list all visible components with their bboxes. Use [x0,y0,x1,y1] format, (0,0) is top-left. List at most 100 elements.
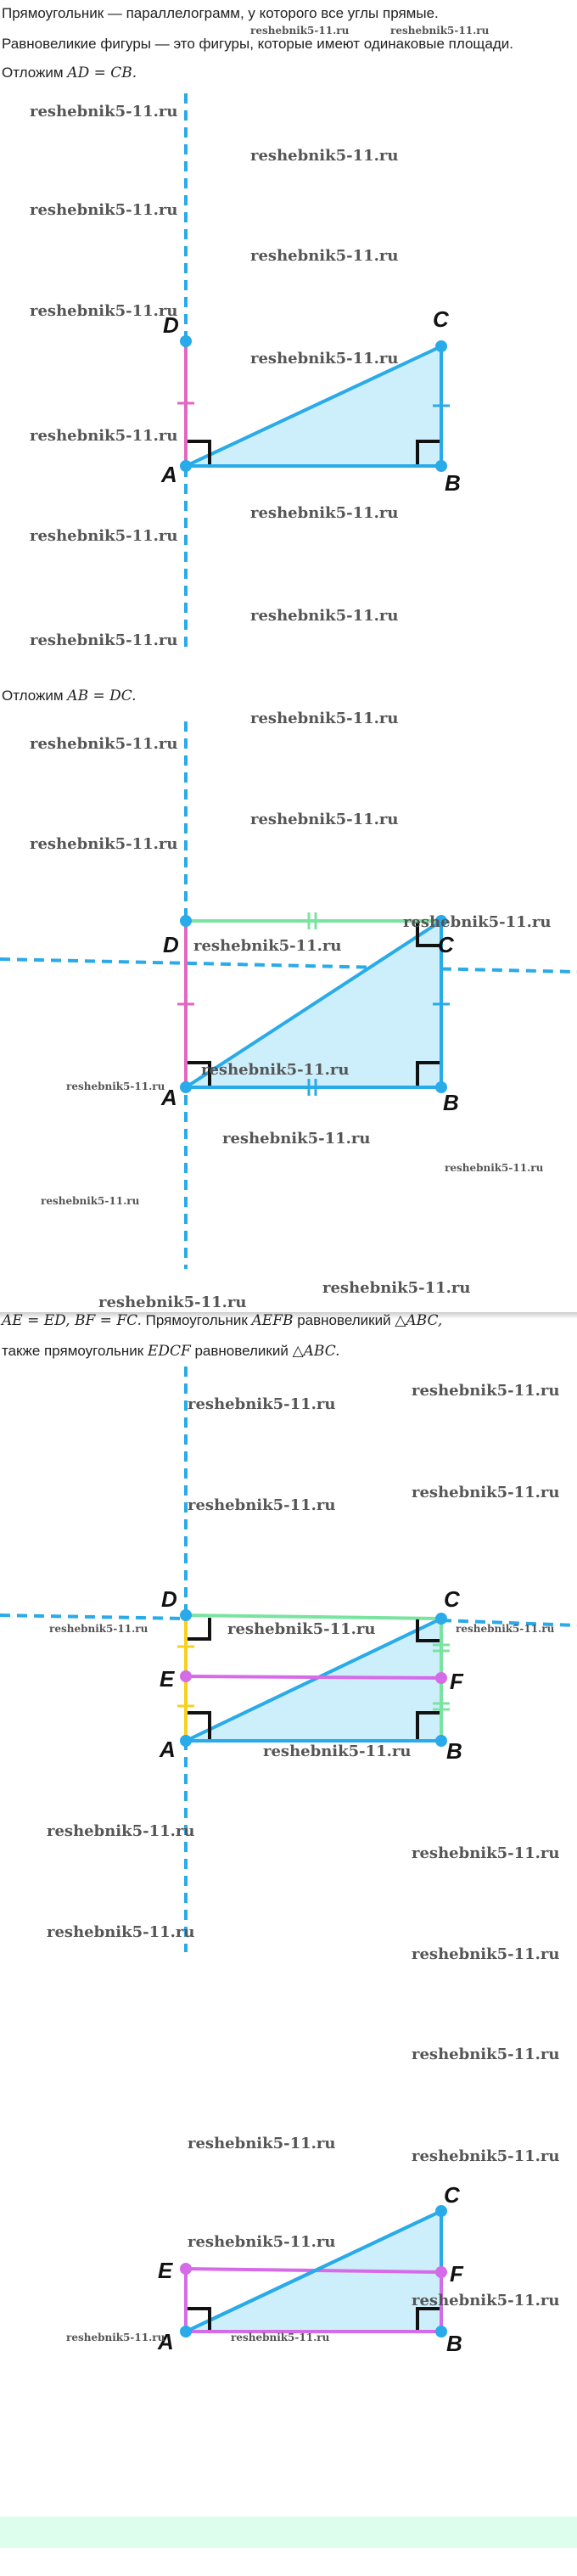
point-b [435,1735,447,1747]
text: Прямоугольник [141,1312,252,1328]
watermark: reshebnik5-11.ru [412,2292,559,2309]
watermark: reshebnik5-11.ru [412,1484,559,1501]
watermark: reshebnik5-11.ru [390,25,490,36]
step-2-math: AB = DC. [67,687,137,704]
point-b [435,1081,447,1093]
math: EDCF [147,1343,191,1360]
watermark: reshebnik5-11.ru [188,1496,335,1514]
watermark: reshebnik5-11.ru [412,2046,559,2063]
figure-3: D C E F A B [0,1367,577,1952]
watermark: reshebnik5-11.ru [250,811,398,828]
dashed-line [0,957,577,974]
watermark: reshebnik5-11.ru [250,504,398,522]
watermark: reshebnik5-11.ru [30,103,177,121]
watermark: reshebnik5-11.ru [30,201,177,219]
watermark: reshebnik5-11.ru [193,937,341,955]
right-angle-mark [416,440,440,464]
watermark: reshebnik5-11.ru [47,1822,194,1840]
text: равновеликий [293,1312,395,1328]
definition-equal-area: Равновеликие фигуры — это фигуры, которы… [2,36,513,52]
label-c: C [444,1586,461,1612]
point-f [435,2266,447,2278]
step-1-math: AD = CB. [67,65,137,81]
right-angle-mark [416,1061,440,1086]
label-b: B [446,2331,462,2356]
text: равновеликий [190,1343,293,1359]
point-e [180,2263,192,2275]
label-e: E [158,2258,173,2283]
watermark: reshebnik5-11.ru [403,913,551,931]
watermark: reshebnik5-11.ru [30,527,177,545]
math: △ABC, [395,1312,443,1329]
watermark: reshebnik5-11.ru [30,631,177,649]
step-2-text: Отложим AB = DC. [2,687,137,704]
figure-2: D C A B [0,721,577,1269]
point-a [180,1081,192,1093]
point-b [435,460,447,472]
point-d [180,335,192,347]
watermark: reshebnik5-11.ru [41,1195,140,1207]
dashed-line [0,1614,187,1620]
watermark: reshebnik5-11.ru [49,1623,148,1635]
math: AE = ED, BF = FC. [2,1312,142,1329]
watermark: reshebnik5-11.ru [412,1382,559,1400]
watermark: reshebnik5-11.ru [47,1923,194,1941]
watermark: reshebnik5-11.ru [30,302,177,320]
point-a [180,2326,192,2337]
dashed-line [440,1619,577,1627]
label-a: A [160,1085,177,1110]
right-angle-mark [188,2307,211,2330]
watermark: reshebnik5-11.ru [263,1743,411,1760]
point-d [180,915,192,927]
watermark: reshebnik5-11.ru [30,835,177,853]
segment-dc [185,1614,442,1620]
step-1-prefix: Отложим [2,65,68,81]
point-c [435,1613,447,1625]
point-a [180,1735,192,1747]
watermark: reshebnik5-11.ru [30,735,177,753]
label-f: F [450,2261,464,2287]
label-d: D [163,932,179,957]
watermark: reshebnik5-11.ru [66,2332,165,2343]
watermark: reshebnik5-11.ru [322,1279,470,1297]
point-e [180,1670,192,1682]
watermark: reshebnik5-11.ru [250,710,398,727]
watermark: reshebnik5-11.ru [412,2147,559,2165]
step-2-prefix: Отложим [2,687,68,704]
watermark: reshebnik5-11.ru [250,247,398,265]
step-4-text: также прямоугольник EDCF равновеликий △A… [2,1343,340,1360]
watermark: reshebnik5-11.ru [201,1061,349,1079]
label-a: A [157,2329,174,2354]
watermark: reshebnik5-11.ru [231,2332,330,2343]
right-angle-mark [188,1618,211,1641]
right-angle-mark [188,440,211,464]
watermark: reshebnik5-11.ru [188,2233,335,2251]
step-1-text: Отложим AD = CB. [2,65,137,81]
point-f [435,1672,447,1684]
label-c: C [444,2182,461,2208]
watermark: reshebnik5-11.ru [412,1945,559,1963]
watermark: reshebnik5-11.ru [188,2135,335,2152]
step-3-text: AE = ED, BF = FC. Прямоугольник AEFB рав… [2,1312,442,1329]
watermark: reshebnik5-11.ru [250,147,398,165]
watermark: reshebnik5-11.ru [227,1620,375,1638]
right-angle-mark [416,1619,440,1642]
divider [0,1312,577,1319]
figure-4: C E F A B [157,2182,464,2356]
label-b: B [446,1738,462,1764]
right-angle-mark [188,1711,211,1739]
label-c: C [438,932,455,957]
right-angle-mark [188,1061,211,1086]
point-b [435,2326,447,2337]
watermark: reshebnik5-11.ru [445,1162,544,1174]
watermark: reshebnik5-11.ru [412,1844,559,1862]
right-angle-mark [416,1711,440,1739]
double-tick-mark [307,1079,317,1096]
watermarks: reshebnik5-11.ru reshebnik5-11.ru resheb… [30,25,559,2343]
label-a: A [160,462,177,487]
math: AEFB [251,1312,294,1329]
watermark: reshebnik5-11.ru [222,1130,370,1148]
point-d [180,1609,192,1621]
